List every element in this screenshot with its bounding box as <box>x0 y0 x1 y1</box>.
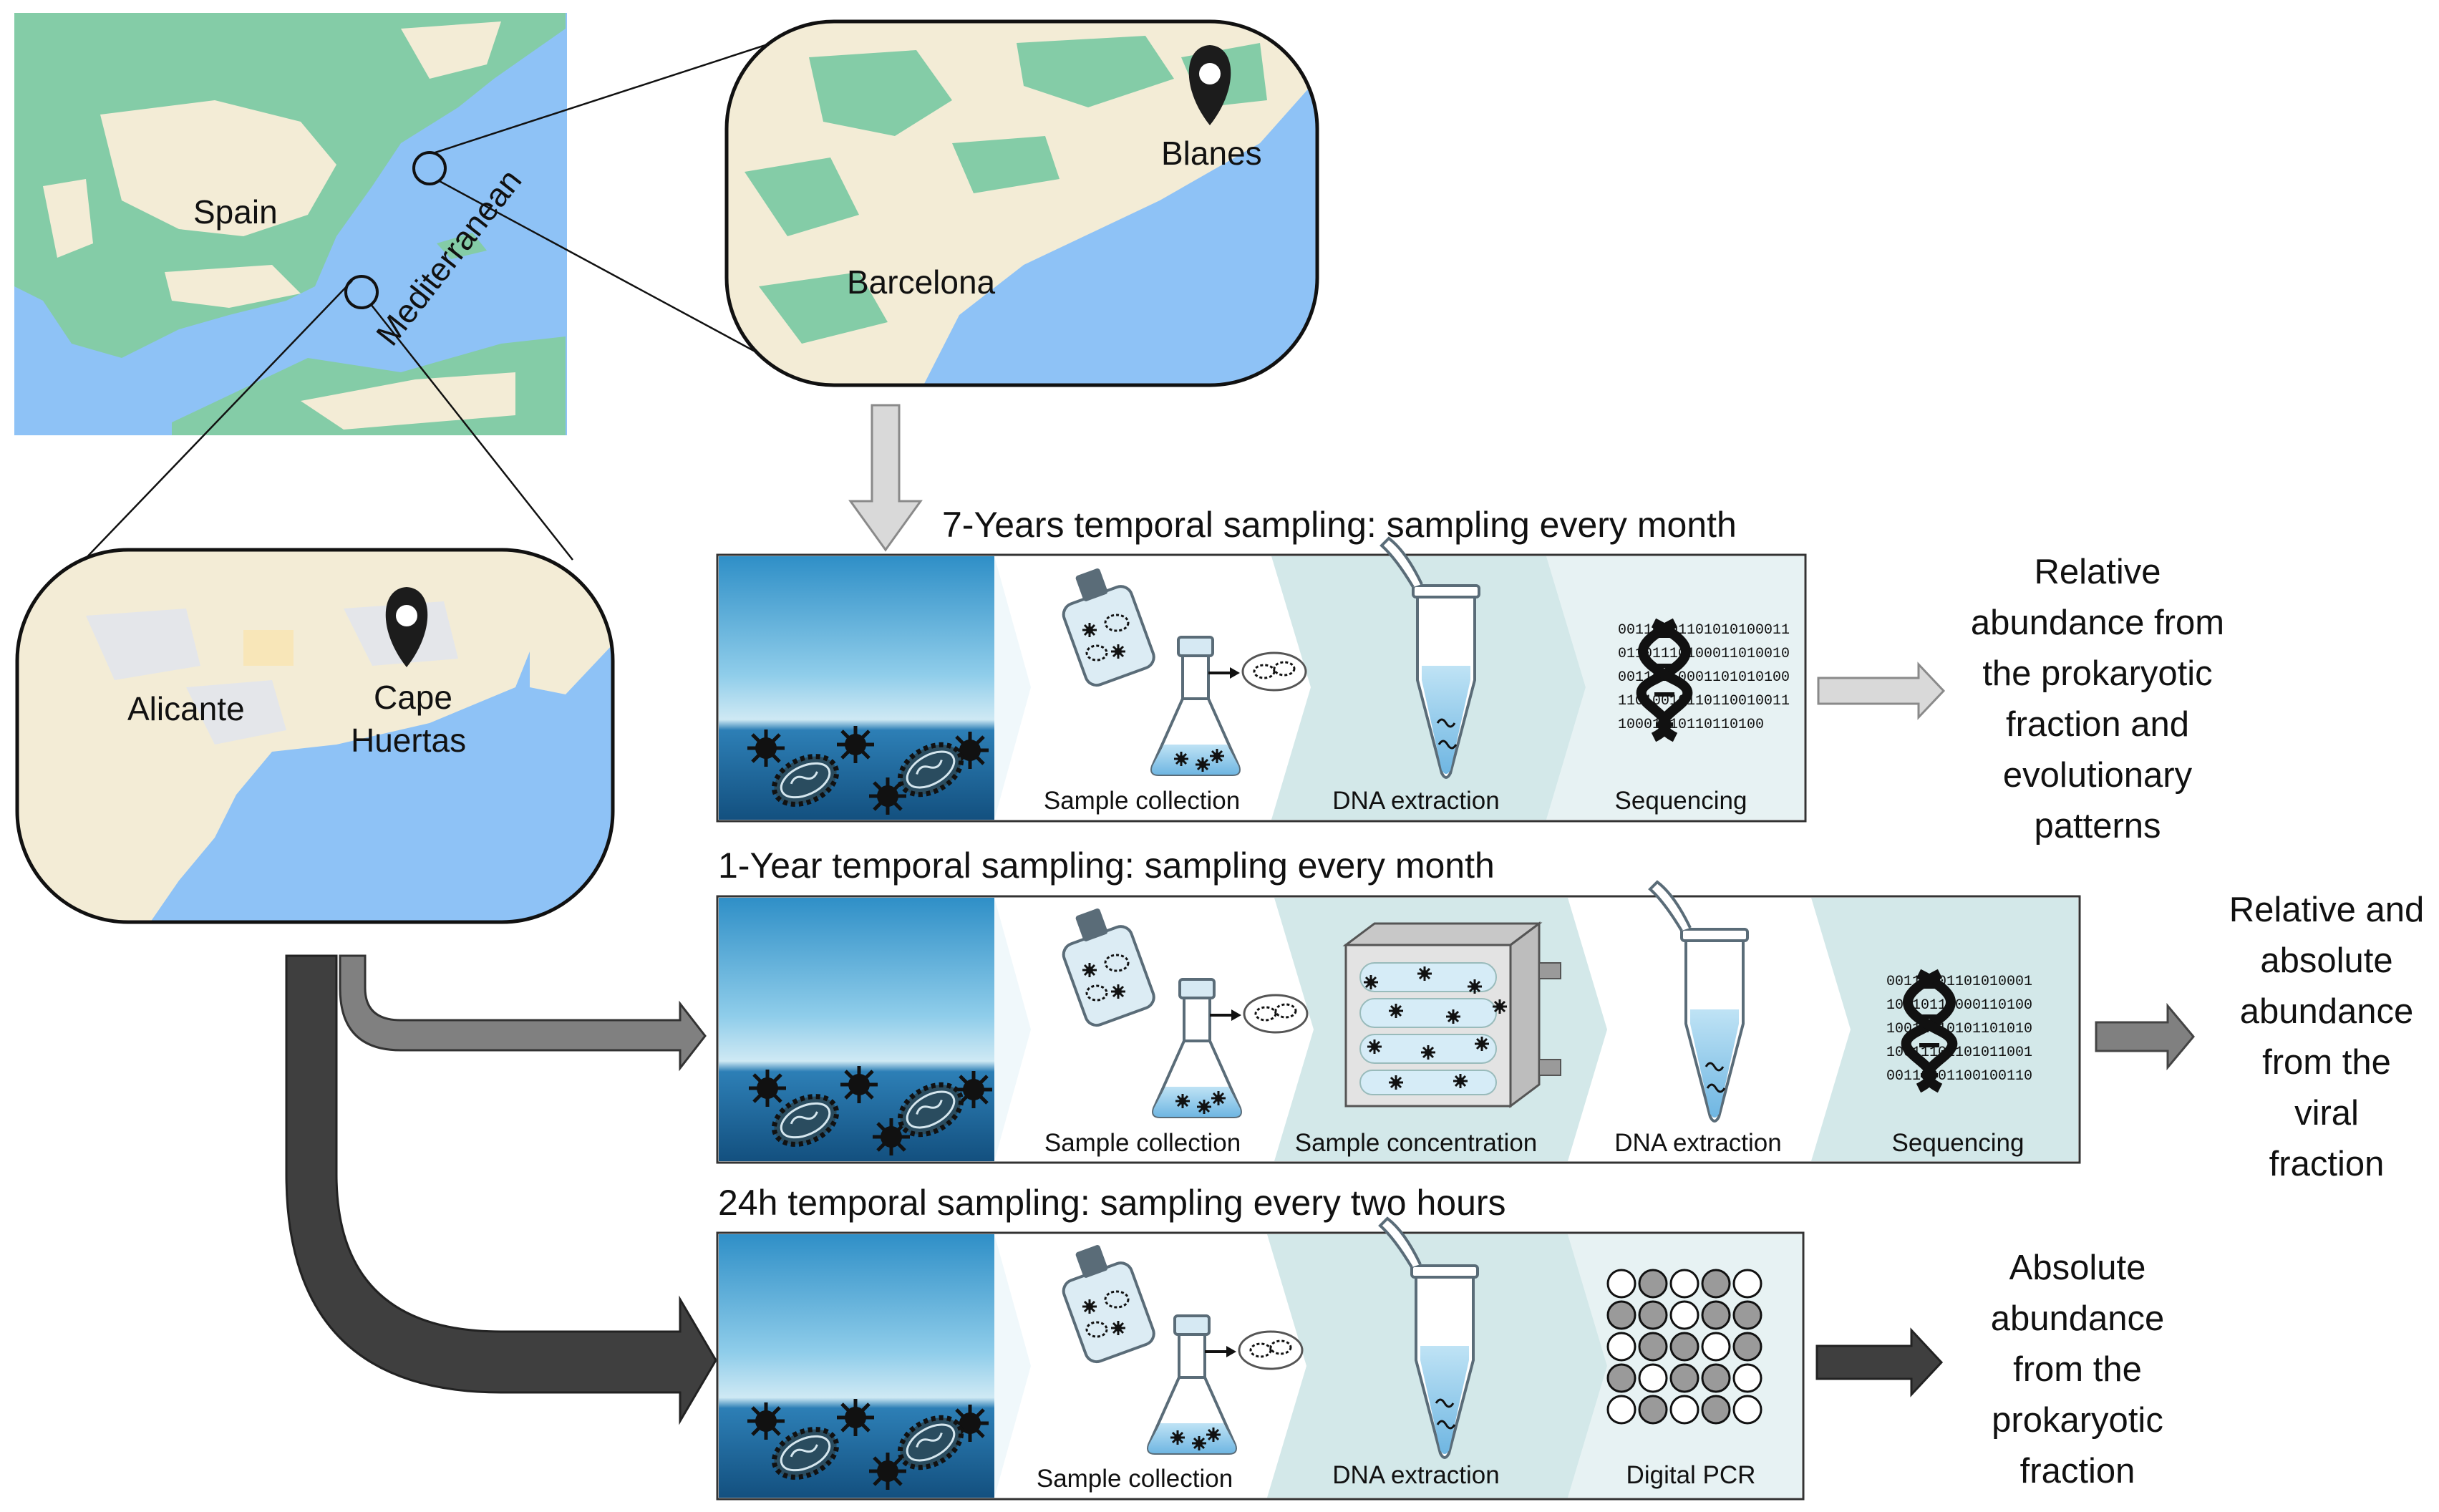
svg-text:the prokaryotic: the prokaryotic <box>1982 654 2212 693</box>
row2-step-sequencing: Sequencing <box>1892 1129 2025 1157</box>
row1-title: 7-Years temporal sampling: sampling ever… <box>942 505 1737 545</box>
svg-text:10110111000110100: 10110111000110100 <box>1886 997 2032 1014</box>
svg-text:from the: from the <box>2262 1043 2391 1082</box>
row3-sea-photo <box>719 1234 994 1498</box>
arrow-7year-to-outcome <box>1817 662 1946 720</box>
svg-text:abundance from: abundance from <box>1971 604 2224 642</box>
svg-text:fraction: fraction <box>2269 1145 2385 1183</box>
row2-outcome: Relative and absolute abundance from the… <box>2229 891 2424 1183</box>
spain-overview-map: Spain Mediterranean <box>14 13 567 435</box>
zoom-connector-lines <box>78 27 817 566</box>
row3-step-digital-pcr: Digital PCR <box>1626 1461 1756 1489</box>
arrow-24h-to-outcome <box>1815 1327 1944 1397</box>
row2-step-sample-concentration: Sample concentration <box>1295 1129 1538 1157</box>
row1-step-sample-collection: Sample collection <box>1044 787 1240 815</box>
label-huertas: Huertas <box>351 722 466 759</box>
arrow-alicante-to-1year <box>339 954 707 1072</box>
svg-text:patterns: patterns <box>2034 807 2161 845</box>
label-alicante: Alicante <box>127 690 245 727</box>
svg-text:fraction: fraction <box>2020 1452 2135 1491</box>
svg-text:from the: from the <box>2013 1350 2142 1389</box>
label-blanes: Blanes <box>1161 135 1262 172</box>
blanes-inset-map: Blanes Barcelona <box>724 19 1319 387</box>
alicante-inset-map: Alicante Cape Huertas <box>15 548 615 924</box>
row1-sequencing-icon: 00110001101010100011 0110111010001101001… <box>1618 622 1790 737</box>
label-spain: Spain <box>193 193 278 231</box>
arrow-alicante-to-24h <box>285 954 717 1425</box>
svg-text:00110001101010001: 00110001101010001 <box>1886 974 2032 990</box>
svg-text:01101110100011010010: 01101110100011010010 <box>1618 646 1790 662</box>
svg-text:Relative and: Relative and <box>2229 891 2424 929</box>
row1-step-dna-extraction: DNA extraction <box>1332 787 1499 815</box>
row1-panel: 00110001101010100011 0110111010001101001… <box>716 537 1807 823</box>
svg-text:Relative: Relative <box>2034 553 2161 591</box>
row2-step-sample-collection: Sample collection <box>1044 1129 1241 1157</box>
svg-text:abundance: abundance <box>2240 992 2414 1031</box>
svg-text:prokaryotic: prokaryotic <box>1992 1401 2163 1440</box>
row2-sequencing-icon: 00110001101010001 10110111000110100 1001… <box>1886 974 2032 1088</box>
label-barcelona: Barcelona <box>847 263 996 301</box>
svg-text:10001010110110100: 10001010110110100 <box>1618 717 1764 733</box>
row1-sea-photo <box>719 556 994 820</box>
svg-text:fraction and: fraction and <box>2006 705 2189 744</box>
row3-step-dna-extraction: DNA extraction <box>1332 1461 1499 1489</box>
svg-text:00110001100100110: 00110001100100110 <box>1886 1068 2032 1085</box>
svg-text:abundance: abundance <box>1991 1299 2165 1338</box>
arrow-1year-to-outcome <box>2095 1002 2195 1071</box>
row2-title: 1-Year temporal sampling: sampling every… <box>718 845 1495 886</box>
row2-concentrator-icon <box>1342 921 1561 1108</box>
row3-digital-pcr-plate-icon <box>1606 1269 1762 1425</box>
svg-text:00110001101010100011: 00110001101010100011 <box>1618 622 1790 639</box>
row1-step-sequencing: Sequencing <box>1615 787 1747 815</box>
row3-title: 24h temporal sampling: sampling every tw… <box>718 1183 1506 1223</box>
row3-panel: Sample collection DNA extraction Digital… <box>716 1217 1805 1501</box>
svg-text:11010010110110010011: 11010010110110010011 <box>1618 693 1790 709</box>
svg-text:absolute: absolute <box>2260 941 2392 980</box>
arrow-blanes-to-7year <box>848 404 923 552</box>
label-cape: Cape <box>374 679 452 716</box>
svg-text:evolutionary: evolutionary <box>2003 756 2193 795</box>
row2-sea-photo <box>719 898 994 1161</box>
row2-panel: 00110001101010001 10110111000110100 1001… <box>716 881 2081 1164</box>
row3-step-sample-collection: Sample collection <box>1037 1465 1233 1493</box>
row3-outcome: Absolute abundance from the prokaryotic … <box>1991 1249 2165 1491</box>
row1-outcome: Relative abundance from the prokaryotic … <box>1971 553 2224 845</box>
svg-text:viral: viral <box>2294 1094 2359 1133</box>
svg-text:Absolute: Absolute <box>2009 1249 2146 1287</box>
row2-step-dna-extraction: DNA extraction <box>1614 1129 1781 1157</box>
